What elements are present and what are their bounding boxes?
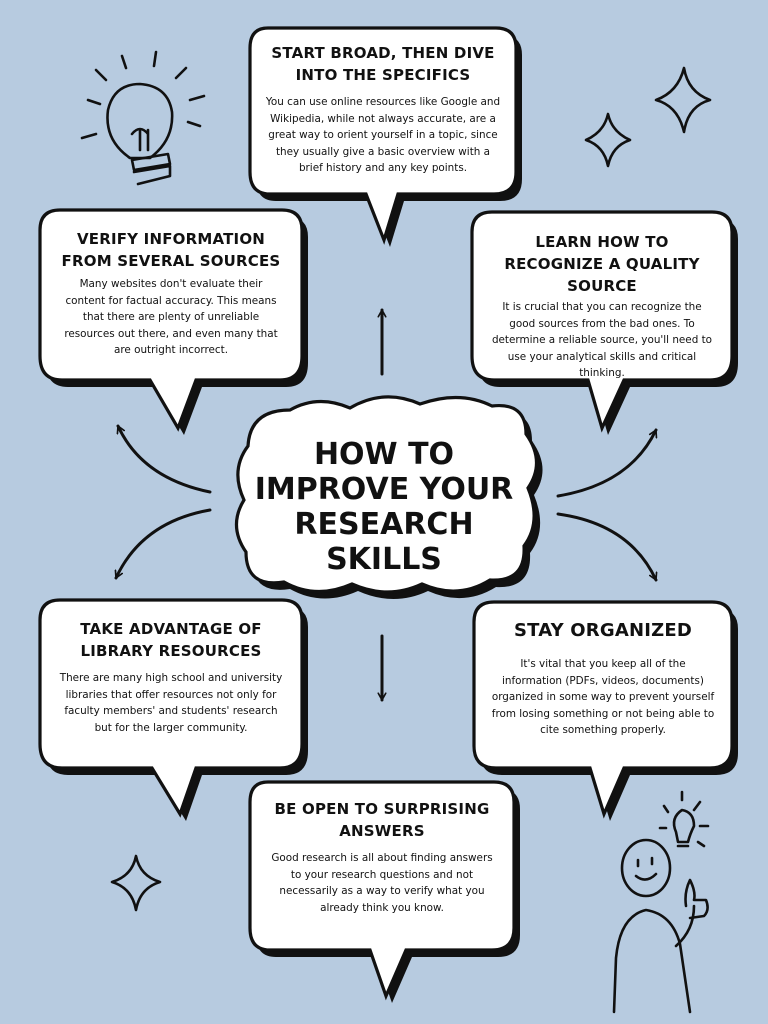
tip-verify: VERIFY INFORMATION FROM SEVERAL SOURCES …	[60, 228, 282, 359]
arrow-lower-left	[114, 508, 212, 580]
tip-surprising: BE OPEN TO SURPRISING ANSWERS Good resea…	[266, 798, 498, 916]
sparkle-icon	[110, 66, 712, 912]
arrow-upper-left	[116, 424, 212, 494]
tip-organized: STAY ORGANIZED It's vital that you keep …	[490, 618, 716, 739]
bubble-surprising-shape	[248, 780, 520, 1003]
arrow-upper-right	[556, 428, 658, 498]
tip-title: VERIFY INFORMATION FROM SEVERAL SOURCES	[61, 230, 281, 270]
bubble-quality-shape	[470, 210, 738, 435]
center-cloud-shape	[234, 395, 543, 599]
tip-quality: LEARN HOW TO RECOGNIZE A QUALITY SOURCE …	[490, 231, 714, 382]
tip-title: TAKE ADVANTAGE OF LIBRARY RESOURCES	[80, 620, 262, 660]
center-title: HOW TO IMPROVE YOUR RESEARCH SKILLS	[254, 437, 514, 577]
tip-title: LEARN HOW TO RECOGNIZE A QUALITY SOURCE	[504, 233, 700, 295]
tip-library: TAKE ADVANTAGE OF LIBRARY RESOURCES Ther…	[58, 618, 284, 736]
bubble-verify-shape	[38, 208, 308, 435]
tip-title: START BROAD, THEN DIVE INTO THE SPECIFIC…	[271, 44, 495, 84]
tip-start-broad: START BROAD, THEN DIVE INTO THE SPECIFIC…	[264, 42, 502, 177]
tip-title: BE OPEN TO SURPRISING ANSWERS	[274, 800, 490, 840]
tip-body: Good research is all about finding answe…	[271, 852, 493, 914]
lightbulb-icon	[80, 50, 206, 186]
bubble-library-shape	[38, 598, 308, 821]
tip-body: It is crucial that you can recognize the…	[491, 301, 713, 379]
tip-body: Many websites don't evaluate their conte…	[64, 278, 278, 356]
tip-body: There are many high school and universit…	[59, 672, 283, 734]
tip-title: STAY ORGANIZED	[513, 620, 693, 641]
person-thumbs-up-icon	[612, 790, 710, 1014]
tip-body: It's vital that you keep all of the info…	[491, 658, 715, 736]
tip-body: You can use online resources like Google…	[265, 96, 501, 174]
bubble-start-broad-shape	[248, 26, 522, 247]
arrow-lower-right	[556, 512, 658, 582]
bubble-organized-shape	[472, 600, 738, 821]
